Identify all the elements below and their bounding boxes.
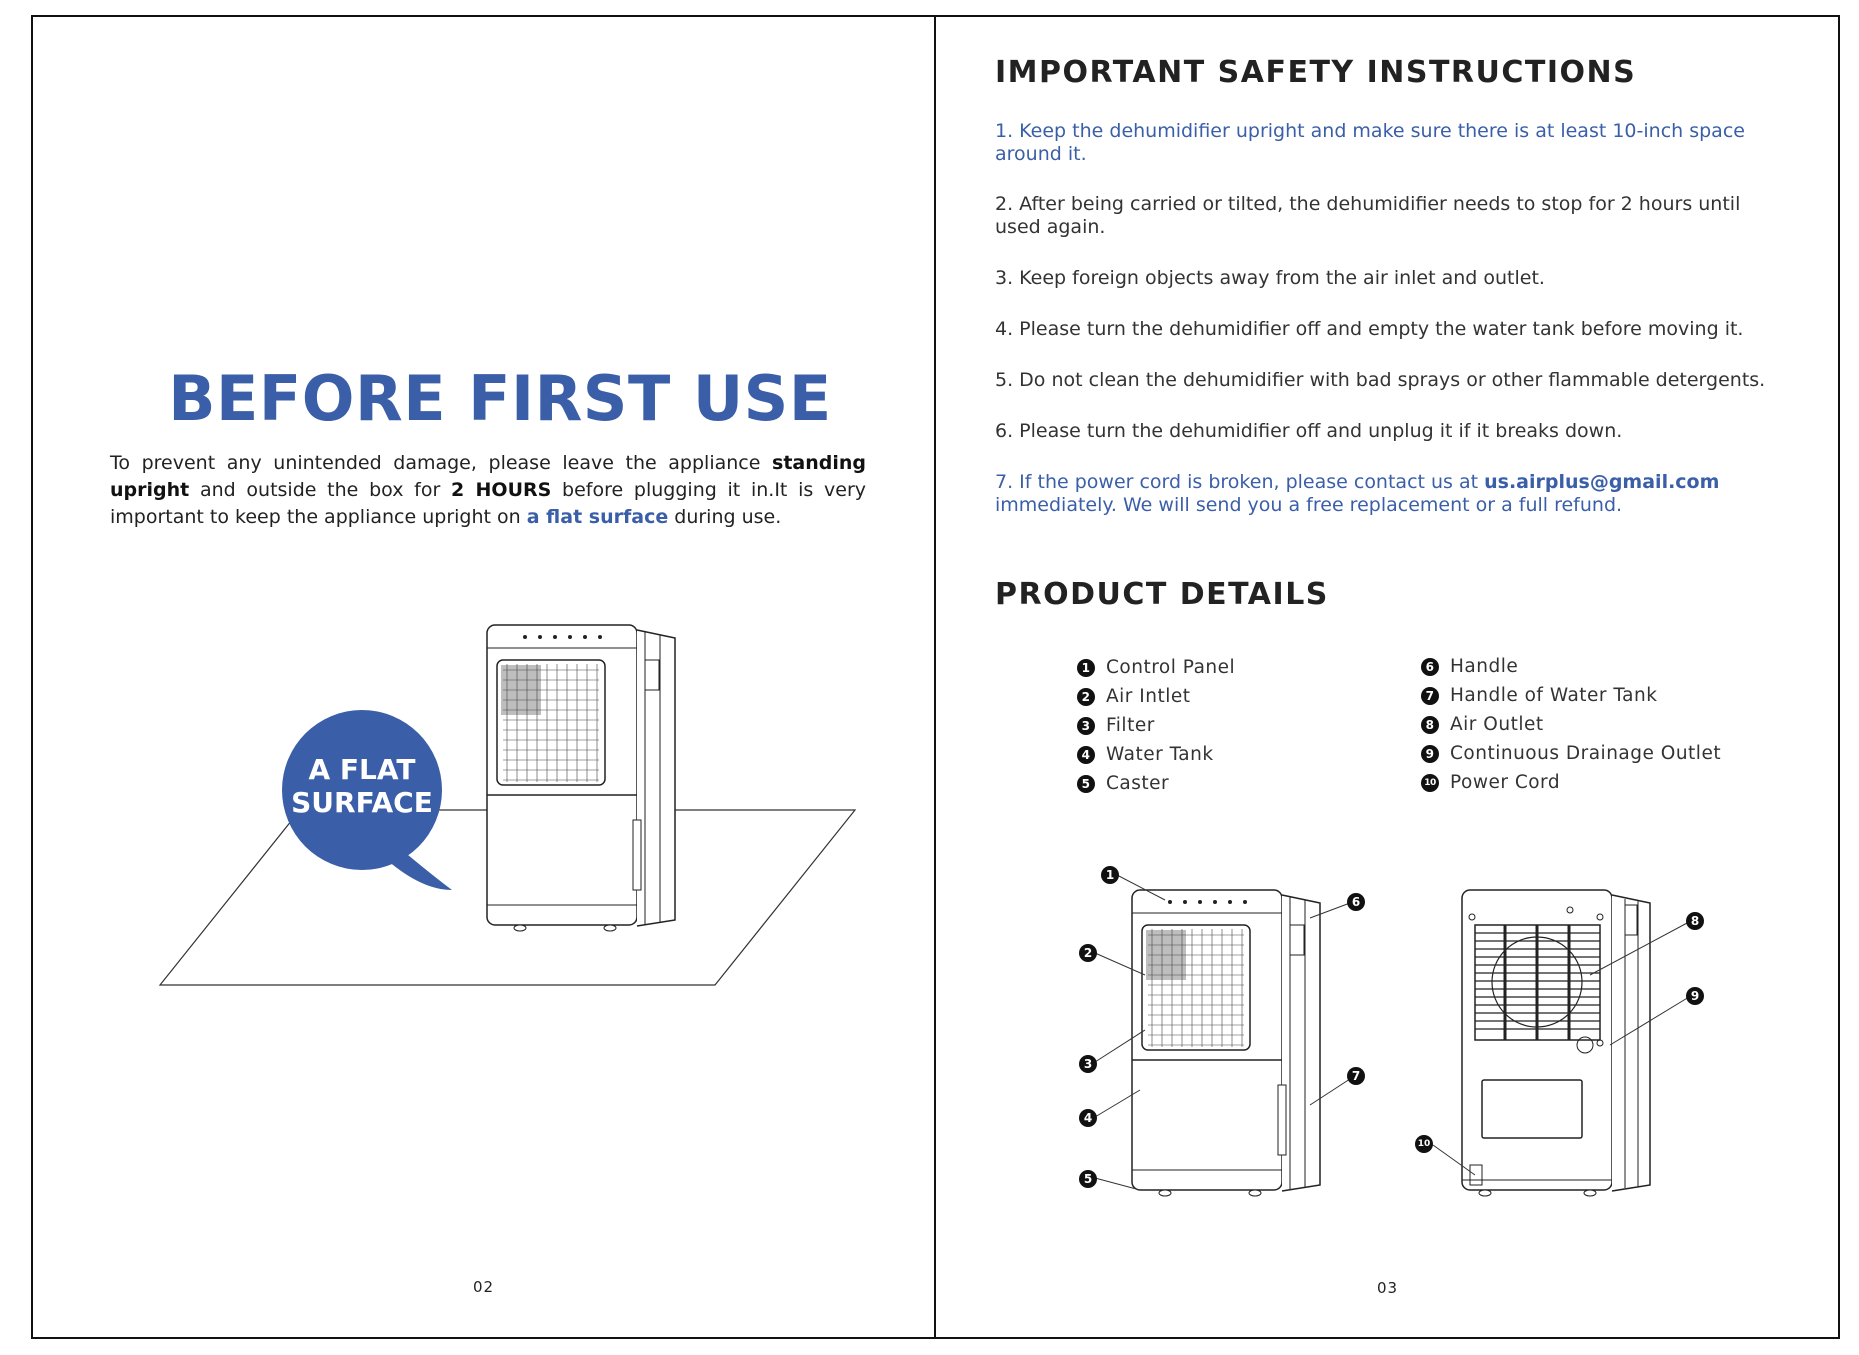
page-divider — [934, 15, 936, 1339]
parts-list-left: 1 Control Panel 2 Air Intlet 3 Filter 4 Wate… — [1077, 653, 1235, 798]
safety-heading: IMPORTANT SAFETY INSTRUCTIONS — [995, 55, 1637, 90]
instruction-item: 4. Please turn the dehumidifier off and … — [995, 318, 1744, 340]
number-badge: 5 — [1077, 774, 1095, 793]
instruction-item: 5. Do not clean the dehumidifier with ba… — [995, 369, 1766, 391]
diagram-callout-2: 2 — [1079, 944, 1097, 962]
intro-text: and outside the box for — [189, 479, 452, 501]
page-number-right: 03 — [1377, 1279, 1399, 1297]
diagram-callout-9: 9 — [1686, 987, 1704, 1005]
list-item: 10 Power Cord — [1421, 768, 1721, 797]
diagram-callout-4: 4 — [1079, 1109, 1097, 1127]
front-view-diagram — [1131, 889, 1321, 1197]
instruction-text: 7. If the power cord is broken, please c… — [995, 471, 1485, 493]
intro-paragraph: To prevent any unintended damage, please… — [110, 450, 866, 531]
bubble-line-2: SURFACE — [291, 786, 433, 819]
instruction-text: immediately. We will send you a free rep… — [995, 494, 1623, 516]
number-badge: 4 — [1077, 745, 1095, 764]
number-badge: 7 — [1421, 686, 1439, 705]
diagram-callout-7: 7 — [1347, 1067, 1365, 1085]
product-details-heading: PRODUCT DETAILS — [995, 577, 1329, 612]
list-item: 6 Handle — [1421, 652, 1721, 681]
diagram-callout-5: 5 — [1079, 1170, 1097, 1188]
bubble-text: A FLAT SURFACE — [282, 753, 442, 819]
list-item: 3 Filter — [1077, 711, 1235, 740]
part-label: Control Panel — [1106, 657, 1236, 678]
bubble-line-1: A FLAT — [308, 753, 416, 786]
intro-blue-flat-surface: a flat surface — [526, 506, 669, 528]
number-badge: 3 — [1077, 716, 1095, 735]
instruction-item: 2. After being carried or tilted, the de… — [995, 193, 1741, 238]
part-label: Caster — [1106, 773, 1170, 794]
list-item: 7 Handle of Water Tank — [1421, 681, 1721, 710]
part-label: Continuous Drainage Outlet — [1450, 743, 1722, 764]
page-number-left: 02 — [473, 1278, 495, 1296]
part-label: Handle of Water Tank — [1450, 685, 1658, 706]
diagram-callout-8: 8 — [1686, 912, 1704, 930]
part-label: Power Cord — [1450, 772, 1561, 793]
number-badge: 2 — [1077, 687, 1095, 706]
intro-text: To prevent any unintended damage, please… — [110, 452, 773, 474]
diagram-callout-10: 10 — [1415, 1135, 1433, 1153]
number-badge: 9 — [1421, 744, 1439, 763]
page-title: BEFORE FIRST USE — [168, 362, 832, 435]
list-item: 5 Caster — [1077, 769, 1235, 798]
number-badge: 6 — [1421, 657, 1439, 676]
diagram-callout-6: 6 — [1347, 893, 1365, 911]
part-label: Water Tank — [1106, 744, 1214, 765]
part-label: Handle — [1450, 656, 1519, 677]
number-badge: 1 — [1077, 658, 1095, 677]
instruction-item: 6. Please turn the dehumidifier off and … — [995, 420, 1623, 442]
list-item: 2 Air Intlet — [1077, 682, 1235, 711]
intro-bold-upright: standing upright — [110, 452, 866, 501]
diagram-callout-3: 3 — [1079, 1055, 1097, 1073]
instruction-item: 1. Keep the dehumidifier upright and mak… — [995, 120, 1745, 165]
intro-bold-hours: 2 HOURS — [451, 479, 552, 501]
support-email-link[interactable]: us.airplus@gmail.com — [1484, 471, 1720, 493]
list-item: 8 Air Outlet — [1421, 710, 1721, 739]
part-label: Air Outlet — [1450, 714, 1544, 735]
parts-list-right: 6 Handle 7 Handle of Water Tank 8 Air Outle… — [1421, 652, 1721, 797]
part-label: Filter — [1106, 715, 1155, 736]
list-item: 1 Control Panel — [1077, 653, 1235, 682]
instruction-item: 7. If the power cord is broken, please c… — [995, 471, 1785, 517]
intro-text: during use. — [668, 506, 782, 528]
part-label: Air Intlet — [1106, 686, 1191, 707]
instruction-item: 3. Keep foreign objects away from the ai… — [995, 267, 1545, 289]
intro-text: before plugging it in.It is very importa… — [110, 479, 866, 528]
number-badge: 8 — [1421, 715, 1439, 734]
list-item: 4 Water Tank — [1077, 740, 1235, 769]
dehumidifier-illustration — [486, 624, 676, 932]
back-view-diagram — [1461, 889, 1651, 1197]
speech-bubble — [282, 710, 452, 890]
list-item: 9 Continuous Drainage Outlet — [1421, 739, 1721, 768]
number-badge: 10 — [1421, 773, 1439, 792]
diagram-callout-1: 1 — [1101, 866, 1119, 884]
